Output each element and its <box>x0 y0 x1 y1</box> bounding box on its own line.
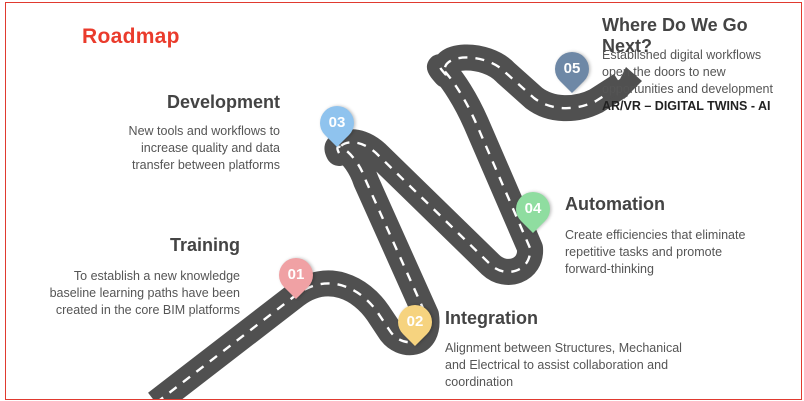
description-line: Alignment between Structures, Mechanical <box>445 341 682 355</box>
page-title: Roadmap <box>82 25 180 48</box>
description-line: Create efficiencies that eliminate <box>565 228 746 242</box>
description-line: To establish a new knowledge <box>73 269 240 283</box>
pin-number: 01 <box>287 266 305 283</box>
description-line: transfer between platforms <box>132 158 280 172</box>
stage-05-heading: Where Do We Go Next? <box>602 15 748 56</box>
pin-number: 04 <box>524 200 542 217</box>
pin-number: 02 <box>406 313 424 330</box>
description-line: opportunities and development <box>602 82 773 96</box>
roadmap-frame: Roadmap 01 02 03 04 05 Training To estab… <box>5 2 802 400</box>
stage-02-description: Alignment between Structures, Mechanical… <box>445 340 745 391</box>
road-path <box>148 44 629 399</box>
stage-01-heading: Training <box>169 235 240 255</box>
description-line: baseline learning paths have been <box>49 286 240 300</box>
stage-04-heading: Automation <box>565 194 665 214</box>
description-line: New tools and workflows to <box>128 124 280 138</box>
description-line: increase quality and data <box>141 141 280 155</box>
stage-02-heading: Integration <box>445 308 538 328</box>
stage-04-description: Create efficiencies that eliminate repet… <box>565 227 795 278</box>
description-line: created in the core BIM platforms <box>55 303 240 317</box>
stage-05-description: Established digital workflows open the d… <box>602 47 798 115</box>
road-arrowhead <box>604 67 642 99</box>
description-line: repetitive tasks and promote <box>565 245 723 259</box>
road-illustration <box>148 44 642 399</box>
emphasis-line: AR/VR – DIGITAL TWINS - AI <box>602 99 771 113</box>
pin-number: 05 <box>563 60 581 77</box>
description-line: open the doors to new <box>602 65 726 79</box>
stage-01-description: To establish a new knowledge baseline le… <box>16 268 240 319</box>
description-line: and Electrical to assist collaboration a… <box>445 358 669 372</box>
description-line: coordination <box>445 375 514 389</box>
stage-03-description: New tools and workflows to increase qual… <box>66 123 280 174</box>
description-line: forward-thinking <box>565 262 654 276</box>
description-line: Established digital workflows <box>602 48 762 62</box>
pin-number: 03 <box>328 114 346 131</box>
stage-03-heading: Development <box>166 92 280 112</box>
